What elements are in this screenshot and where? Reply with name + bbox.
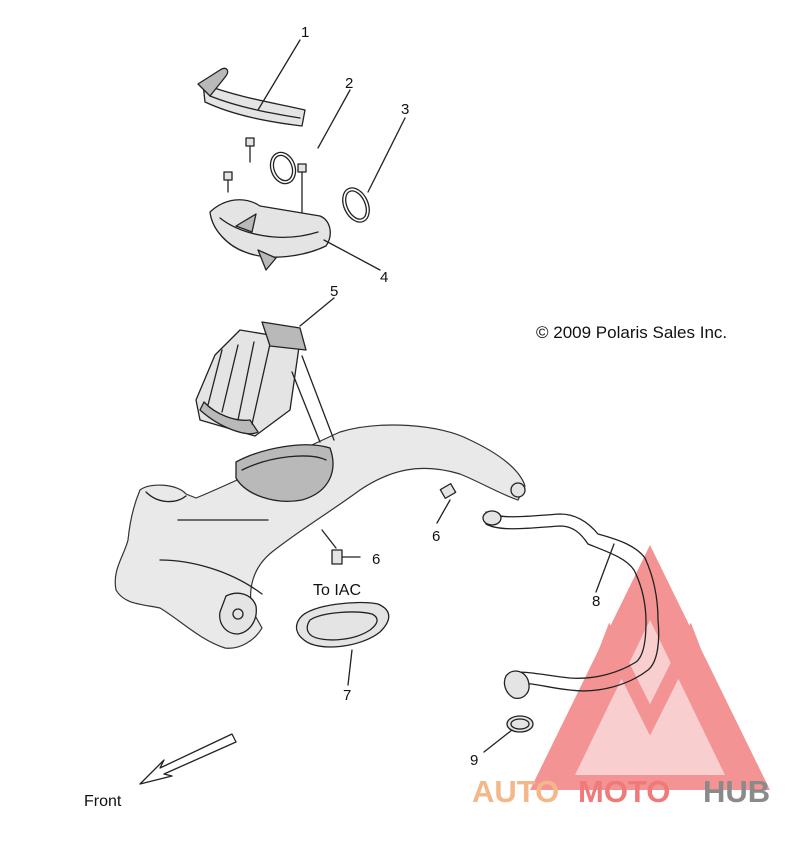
- callout-7: 7: [343, 687, 351, 704]
- callout-9: 9: [470, 752, 478, 769]
- part-8-hose: [482, 510, 660, 699]
- part-7-grommet: [295, 601, 390, 648]
- part-9-clamp: [506, 715, 534, 733]
- callout-leaders: [257, 39, 615, 753]
- callout-1: 1: [301, 24, 309, 41]
- to-iac-label: To IAC: [313, 582, 361, 599]
- watermark-text: AUTO MOTO HUB: [472, 774, 770, 809]
- callout-5: 5: [330, 283, 338, 300]
- callout-4: 4: [380, 269, 388, 286]
- part-5-air-filter: [195, 321, 307, 437]
- frame: [114, 424, 526, 649]
- callout-8: 8: [592, 593, 600, 610]
- callout-6b: 6: [432, 528, 440, 545]
- watermark-hub: HUB: [703, 774, 770, 809]
- front-label: Front: [84, 793, 122, 810]
- filter-leaders: [291, 355, 335, 443]
- watermark-moto: MOTO: [578, 774, 670, 809]
- callout-6a: 6: [372, 551, 380, 568]
- front-arrow-icon: [139, 733, 237, 785]
- part-1-cover: [197, 67, 306, 127]
- watermark-auto: AUTO: [472, 774, 559, 809]
- callout-numbers: 1 2 3 4 5 6 6 7 8 9: [301, 24, 600, 769]
- callout-2: 2: [345, 75, 353, 92]
- part-4-airbox-base: [209, 199, 331, 271]
- callout-3: 3: [401, 101, 409, 118]
- part-6-fittings: [321, 483, 457, 565]
- part-3-gaskets: [269, 151, 370, 223]
- copyright-notice: © 2009 Polaris Sales Inc.: [536, 323, 727, 342]
